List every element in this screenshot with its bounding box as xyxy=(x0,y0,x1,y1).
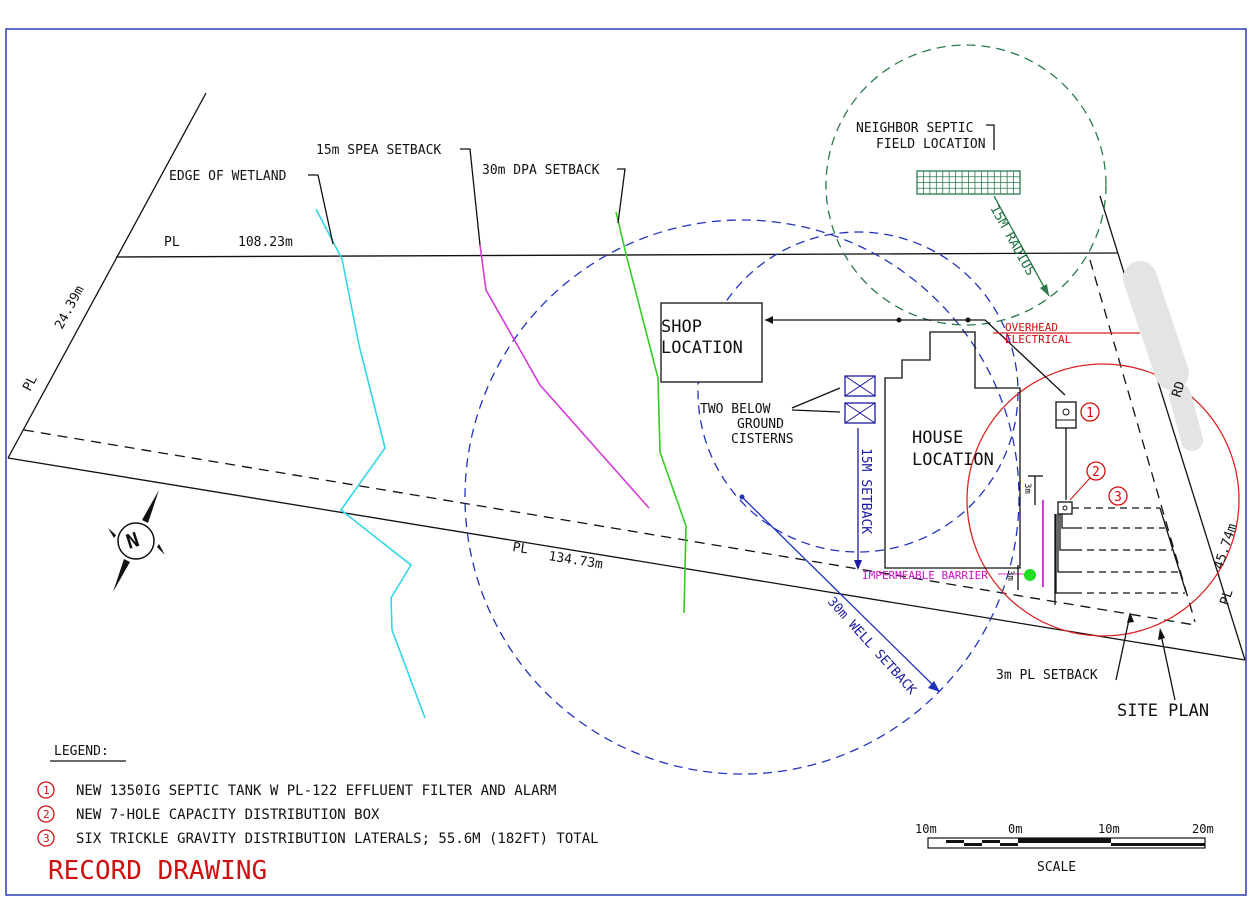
label-pl-bottom: PL xyxy=(511,540,529,557)
label-pl-right: PL xyxy=(1218,588,1237,608)
label-road: RD xyxy=(1170,380,1189,400)
label-pl-right-length: 45.74m xyxy=(1212,522,1241,571)
label-overhead-2: ELECTRICAL xyxy=(1005,333,1072,346)
label-house-1: HOUSE xyxy=(912,428,963,448)
label-pl-left-length: 24.39m xyxy=(52,283,87,332)
label-cisterns-3: CISTERNS xyxy=(731,432,794,447)
label-neighbor-septic-2: FIELD LOCATION xyxy=(876,137,986,152)
label-pl-setback: 3m PL SETBACK xyxy=(996,668,1098,683)
label-dim-3m-b: 3m xyxy=(1005,570,1015,581)
label-pl-top-length: 108.23m xyxy=(238,235,293,250)
label-spea-setback: 15m SPEA SETBACK xyxy=(316,143,441,158)
scale-label: SCALE xyxy=(1037,860,1076,875)
cisterns xyxy=(844,375,876,424)
scale-bar xyxy=(927,837,1206,849)
septic-tank xyxy=(1055,401,1077,429)
road xyxy=(1123,261,1203,451)
north-arrow xyxy=(108,490,165,592)
callout-1: 1 xyxy=(1086,406,1094,421)
label-house-2: LOCATION xyxy=(912,450,994,470)
well-marker xyxy=(1024,569,1036,581)
dpa-setback-line xyxy=(615,211,687,614)
label-impermeable-barrier: IMPERMEABLE BARRIER xyxy=(862,569,988,582)
label-cisterns-2: GROUND xyxy=(737,417,784,432)
scale-tick-3: 20m xyxy=(1192,822,1214,836)
legend-item-2: NEW 7-HOLE CAPACITY DISTRIBUTION BOX xyxy=(76,807,380,823)
drawing-frame xyxy=(5,28,1247,896)
label-cisterns-1: TWO BELOW xyxy=(700,402,771,417)
scale-tick-1: 0m xyxy=(1008,822,1022,836)
callout-3: 3 xyxy=(1114,490,1122,505)
label-pl-top: PL xyxy=(164,235,180,250)
label-neighbor-septic-1: NEIGHBOR SEPTIC xyxy=(856,121,973,136)
label-pl-left: PL xyxy=(20,373,41,394)
legend-item-1: NEW 1350IG SEPTIC TANK W PL-122 EFFLUENT… xyxy=(76,783,556,799)
label-pl-bottom-length: 134.73m xyxy=(547,549,604,572)
well-setback-circle-30m xyxy=(464,219,1020,775)
legend-num-1: 1 xyxy=(43,784,50,797)
scale-tick-0: 10m xyxy=(915,822,937,836)
callout-2: 2 xyxy=(1092,465,1100,480)
label-dim-3m-a: 3m xyxy=(1022,483,1032,494)
scale-tick-2: 10m xyxy=(1098,822,1120,836)
spea-setback-line xyxy=(479,244,650,509)
neighbor-septic-field xyxy=(916,170,1021,195)
record-drawing-title: RECORD DRAWING xyxy=(48,856,267,886)
legend-title: LEGEND: xyxy=(54,744,109,759)
label-30m-well-setback: 30m WELL SETBACK xyxy=(824,595,919,698)
legend-num-2: 2 xyxy=(43,808,50,821)
label-overhead-1: OVERHEAD xyxy=(1005,321,1058,334)
label-shop-2: LOCATION xyxy=(661,338,743,358)
label-15m-setback: 15M SETBACK xyxy=(858,448,873,534)
house-location xyxy=(884,331,1021,569)
label-site-plan: SITE PLAN xyxy=(1117,701,1209,721)
wetland-edge-line xyxy=(315,208,426,719)
distribution-box xyxy=(1057,501,1073,515)
legend-item-3: SIX TRICKLE GRAVITY DISTRIBUTION LATERAL… xyxy=(76,831,599,847)
neighbor-radius-circle xyxy=(825,44,1107,326)
label-shop-1: SHOP xyxy=(661,317,702,337)
well-setback-circle-15m xyxy=(697,231,1019,553)
distribution-laterals xyxy=(1054,507,1187,605)
shop-location xyxy=(660,302,763,383)
label-15m-radius: 15M RADIUS xyxy=(987,203,1038,279)
radius-arrow xyxy=(993,195,1050,297)
legend-num-3: 3 xyxy=(43,832,50,845)
label-dpa-setback: 30m DPA SETBACK xyxy=(482,163,600,178)
well-setback-arrow xyxy=(741,496,939,691)
label-edge-wetland: EDGE OF WETLAND xyxy=(169,169,287,184)
septic-field-circle xyxy=(966,363,1240,637)
